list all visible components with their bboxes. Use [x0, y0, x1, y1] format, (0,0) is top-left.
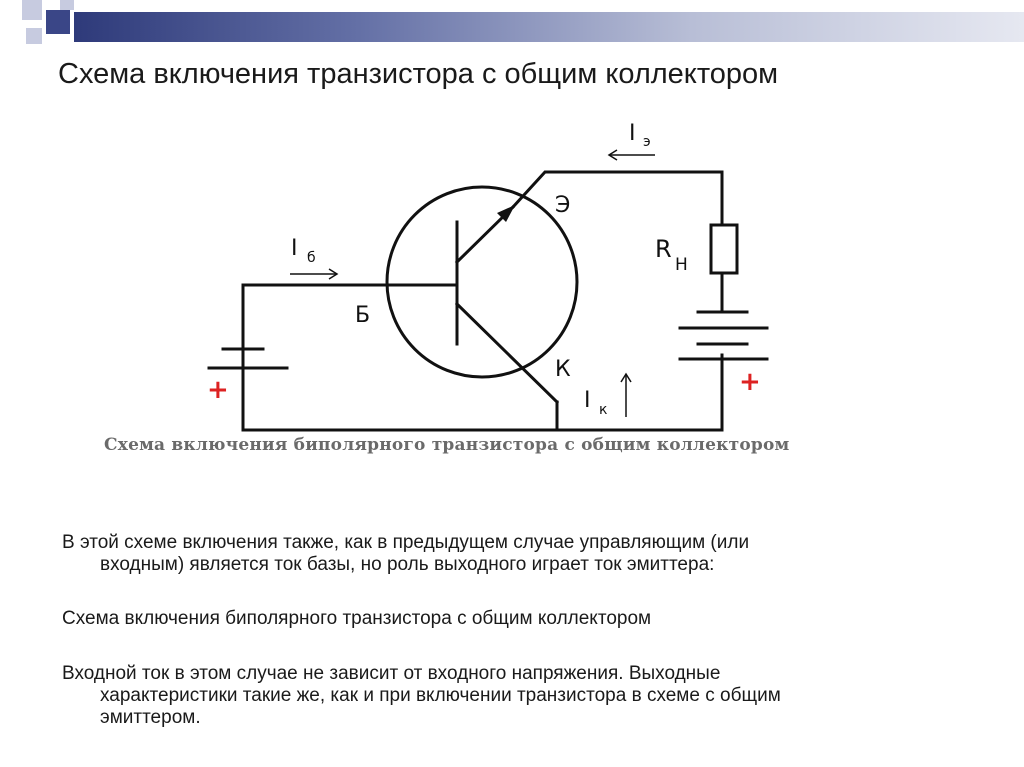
load-resistor-label: R: [655, 235, 672, 263]
decor-square: [46, 10, 70, 34]
decor-square: [22, 0, 42, 20]
paragraph-1-line-2: входным) является ток базы, но роль выхо…: [100, 554, 715, 575]
diagram-caption: Схема включения биполярного транзистора …: [104, 435, 790, 455]
right-plus-sign: +: [739, 367, 761, 397]
decor-square: [60, 0, 74, 10]
slide-title: Схема включения транзистора с общим колл…: [58, 58, 779, 90]
collector-current-label: I: [584, 388, 591, 413]
emitter-wire: [510, 170, 724, 227]
decor-square: [26, 28, 42, 44]
collector-lead: [454, 301, 560, 405]
paragraph-1-line-1: В этой схеме включения также, как в пред…: [62, 532, 750, 553]
bottom-wire-right: [555, 353, 724, 432]
paragraph-2-line-1: Схема включения биполярного транзистора …: [62, 608, 652, 629]
transistor-body: [385, 185, 579, 379]
left-plus-sign: +: [207, 375, 229, 405]
collector-wire: [241, 368, 559, 432]
paragraph-1: В этой схеме включения также, как в пред…: [62, 532, 962, 576]
paragraph-3-line-3: эмиттером.: [100, 707, 201, 728]
base-current-label: I: [291, 236, 298, 261]
collector-current-subscript: к: [599, 402, 607, 418]
emitter-current-label: I: [629, 121, 636, 146]
load-resistor: [709, 223, 739, 275]
header-gradient-bar: [74, 12, 1024, 42]
circuit-diagram: Э Б К R Н I б I э I к + +: [207, 121, 769, 432]
collector-label: К: [555, 357, 571, 382]
base-label: Б: [355, 303, 370, 328]
base-current-subscript: б: [307, 250, 316, 266]
base-wire: [241, 283, 459, 399]
header-decoration: [0, 0, 1024, 60]
paragraph-3: Входной ток в этом случае не зависит от …: [62, 663, 962, 729]
emitter-label: Э: [555, 193, 570, 218]
load-resistor-subscript: Н: [675, 255, 688, 275]
paragraph-2: Схема включения биполярного транзистора …: [62, 608, 962, 630]
paragraph-3-line-1: Входной ток в этом случае не зависит от …: [62, 663, 721, 684]
paragraph-3-line-2: характеристики такие же, как и при включ…: [100, 685, 781, 706]
emitter-arrowhead: [497, 205, 515, 222]
emitter-current-subscript: э: [643, 134, 651, 150]
